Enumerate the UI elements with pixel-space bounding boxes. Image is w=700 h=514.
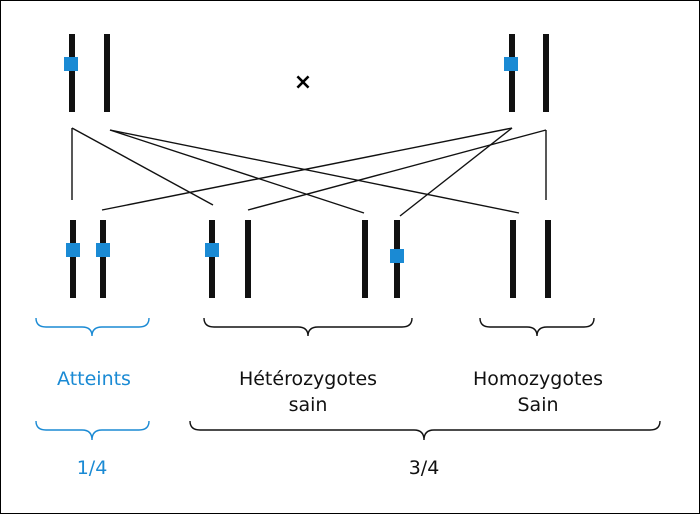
parent-2-chromosome-a: [509, 34, 515, 112]
offspring-homozygote: [510, 220, 551, 298]
brace-healthy-fraction: [189, 420, 661, 441]
brace-homozygotes-group: [479, 317, 595, 337]
line-p2b-to-heterozygote-1: [247, 129, 547, 211]
affected-chromosome-a: [70, 220, 76, 298]
heterozygote-1-chromosome-b: [245, 220, 251, 298]
line-p1a-to-heterozygote-1: [71, 127, 214, 206]
offspring-affected: [66, 220, 110, 298]
cross-symbol: ×: [293, 70, 313, 95]
parent-1-chromosome-b: [104, 34, 110, 112]
parent-1-chromosome-a: [69, 34, 75, 112]
affected-fraction: 1/4: [76, 457, 108, 479]
heterozygote-2-marker: [390, 249, 404, 263]
heterozygote-1-chromosome-a: [209, 220, 215, 298]
homozygotes-label-line2: Sain: [517, 394, 559, 416]
line-p1b-to-heterozygote-2: [109, 129, 365, 214]
affected-marker-a: [66, 243, 80, 257]
heterozygotes-label-line2: sain: [288, 394, 328, 416]
parent-2-chromosome-b: [543, 34, 549, 112]
line-p2a-to-heterozygote-2: [399, 127, 513, 217]
heterozygote-2-chromosome-a: [362, 220, 368, 298]
brace-heterozygotes-group: [203, 317, 413, 337]
brace-affected-group: [35, 317, 150, 337]
heterozygote-1-marker: [205, 243, 219, 257]
brace-affected-fraction: [35, 420, 150, 441]
homozygote-chromosome-a: [510, 220, 516, 298]
offspring-heterozygote-2: [362, 220, 404, 298]
heterozygotes-label-line1: Hétérozygotes: [238, 368, 378, 390]
parent-1-allele-marker: [64, 57, 78, 71]
homozygote-chromosome-b: [545, 220, 551, 298]
braces: [35, 317, 661, 441]
affected-marker-b: [96, 243, 110, 257]
affected-chromosome-b: [100, 220, 106, 298]
line-p2a-to-affected: [101, 127, 513, 211]
inheritance-lines: [71, 127, 547, 217]
homozygotes-label-line1: Homozygotes: [473, 368, 603, 390]
affected-label: Atteints: [57, 368, 131, 390]
healthy-fraction: 3/4: [408, 457, 440, 479]
parent-2: [504, 34, 549, 112]
line-p1b-to-homozygote: [109, 129, 520, 214]
parent-2-allele-marker: [504, 57, 518, 71]
offspring-heterozygote-1: [205, 220, 251, 298]
parent-1: [64, 34, 110, 112]
